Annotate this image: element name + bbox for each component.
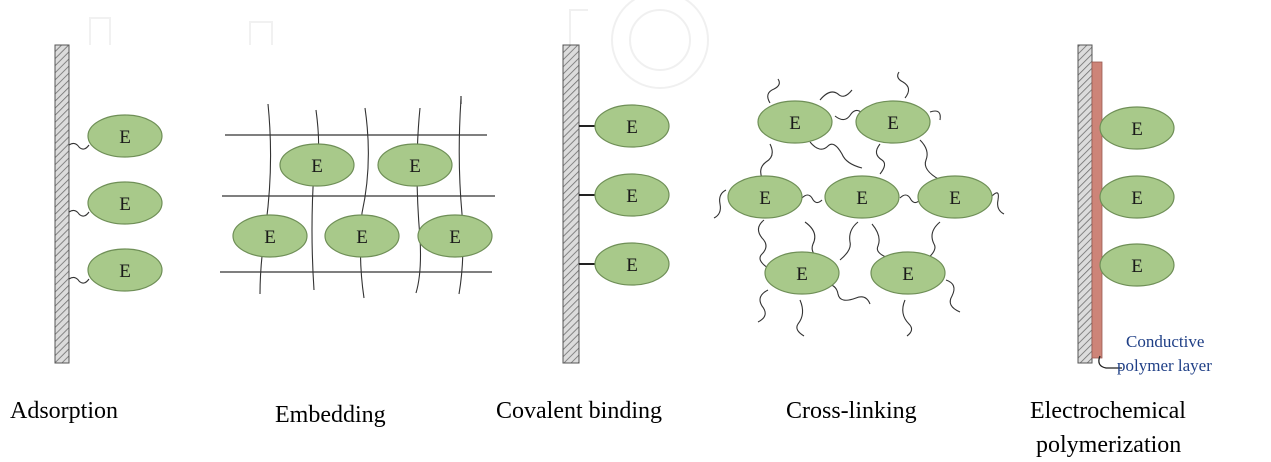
enzyme: E [917,175,993,219]
conductive-polymer-layer [1091,61,1103,359]
enzyme: E [764,251,840,295]
enzyme: E [727,175,803,219]
panel-cross-linking: E E E E E E E Cross-linking [713,71,1005,424]
svg-text:E: E [626,117,638,138]
svg-text:E: E [856,188,868,209]
svg-text:E: E [1131,256,1143,277]
enzyme: E [594,173,670,217]
panel-adsorption: E E E Adsorption [10,44,163,424]
svg-text:E: E [356,227,368,248]
polymer-matrix [220,96,495,299]
electrode [54,44,70,364]
enzyme: E [87,114,163,158]
svg-text:E: E [119,261,131,282]
enzyme: E [594,242,670,286]
enzyme: E [377,143,453,187]
adsorption-link [68,142,90,150]
enzyme: E [1099,175,1175,219]
caption-embedding: Embedding [275,402,386,428]
caption-covalent-binding: Covalent binding [496,398,662,424]
svg-text:E: E [449,227,461,248]
svg-text:E: E [626,255,638,276]
caption-polymerization: polymerization [1036,432,1181,458]
watermark-logo [89,0,709,89]
cross-link-chains [713,71,1005,337]
svg-text:E: E [626,186,638,207]
enzyme: E [824,175,900,219]
polymer-layer-label: Conductive [1126,332,1204,351]
enzyme: E [279,143,355,187]
adsorption-link [68,209,90,217]
caption-adsorption: Adsorption [10,398,118,424]
enzyme: E [87,248,163,292]
caption-electrochemical: Electrochemical [1030,398,1186,424]
adsorption-link [68,276,90,284]
enzyme: E [324,214,400,258]
enzyme: E [870,251,946,295]
panel-embedding: E E E E E Embedding [220,96,495,428]
svg-text:E: E [1131,188,1143,209]
svg-text:E: E [1131,119,1143,140]
svg-text:E: E [796,264,808,285]
panel-electrochemical-polymerization: E E E Conductive polymer layer Electroch… [1030,44,1212,458]
polymer-layer-label: polymer layer [1117,356,1212,375]
electrode [1077,44,1093,364]
enzyme: E [87,181,163,225]
layer-leader-line [1098,355,1122,369]
svg-text:E: E [264,227,276,248]
panel-covalent-binding: E E E Covalent binding [496,44,670,424]
enzyme: E [417,214,493,258]
enzyme: E [855,100,931,144]
enzyme: E [1099,243,1175,287]
svg-text:E: E [119,194,131,215]
svg-text:E: E [759,188,771,209]
caption-cross-linking: Cross-linking [786,398,917,424]
enzyme: E [757,100,833,144]
svg-text:E: E [902,264,914,285]
svg-text:E: E [409,156,421,177]
svg-text:E: E [789,113,801,134]
svg-text:E: E [119,127,131,148]
svg-text:E: E [887,113,899,134]
enzyme: E [594,104,670,148]
svg-text:E: E [311,156,323,177]
enzyme: E [1099,106,1175,150]
electrode [562,44,580,364]
enzyme: E [232,214,308,258]
svg-text:E: E [949,188,961,209]
